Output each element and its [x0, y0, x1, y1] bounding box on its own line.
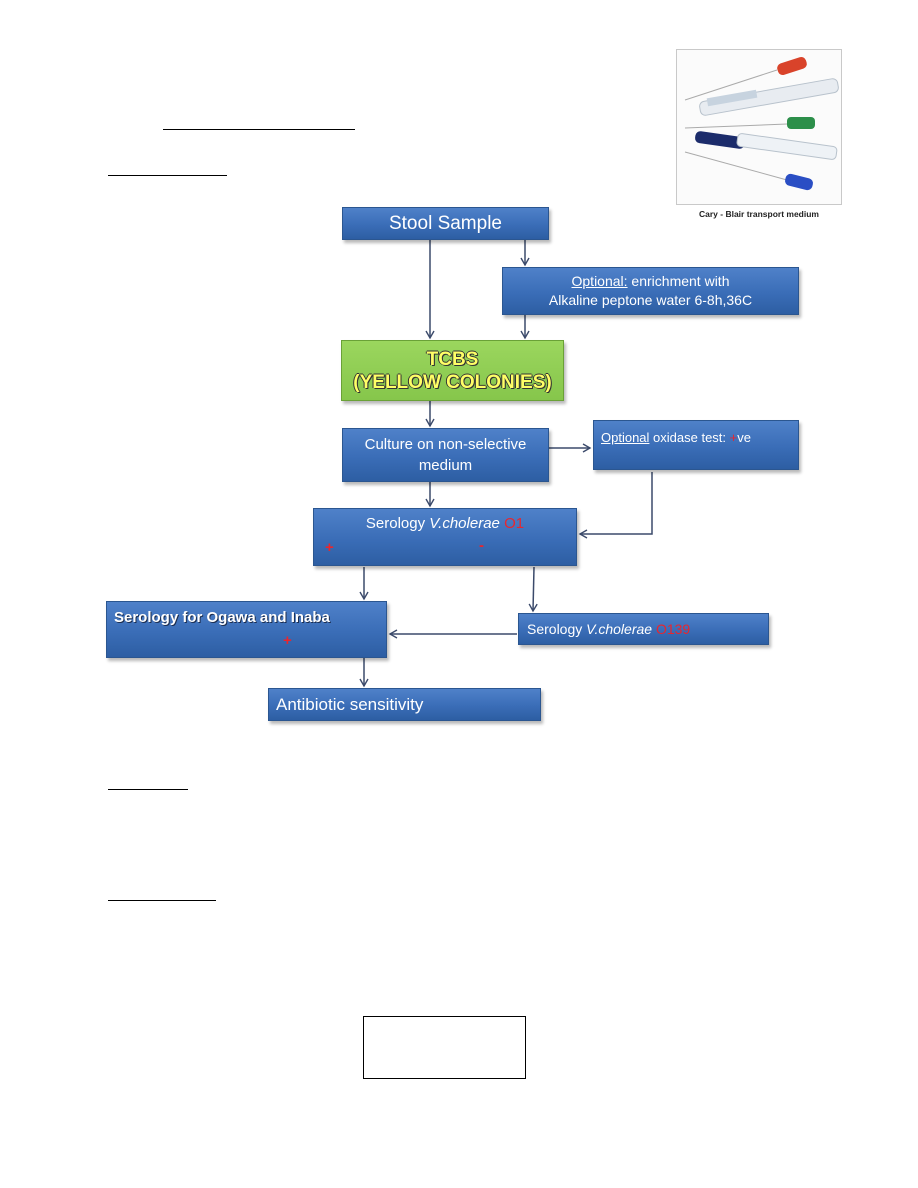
antibiotic-box: Antibiotic sensitivity: [268, 688, 541, 721]
oxidase-optional: Optional: [601, 430, 650, 445]
page-number-box: [363, 1016, 526, 1079]
ogawa-inaba-box: Serology for Ogawa and Inaba +: [106, 601, 387, 658]
o1-species: V.cholerae: [429, 515, 500, 532]
culture-box: Culture on non-selective medium: [342, 428, 549, 482]
o1-label: Serology V.cholerae O1: [365, 515, 525, 532]
o139-species: V.cholerae: [586, 621, 653, 637]
o1-negative-sign: -: [479, 537, 484, 554]
heading-underline-2: [108, 175, 227, 176]
oxidase-box: Optional oxidase test: +ve: [593, 420, 799, 470]
o1-positive-sign: +: [325, 539, 334, 556]
ogawa-positive-sign: +: [283, 632, 292, 649]
heading-underline-1: [163, 129, 355, 130]
stool-sample-label: Stool Sample: [388, 212, 502, 234]
o1-serology-box: Serology V.cholerae O1 + -: [313, 508, 577, 566]
transport-medium-photo: [676, 49, 842, 205]
arrow-o1-to-o139: [528, 566, 538, 613]
o139-serogroup: O139: [655, 621, 691, 637]
antibiotic-label: Antibiotic sensitivity: [276, 695, 424, 714]
enrichment-optional: Optional:: [571, 273, 628, 289]
ogawa-label: Serology for Ogawa and Inaba: [114, 609, 330, 626]
arrow-oxidase-to-o1: [578, 472, 653, 539]
oxidase-sign: +: [729, 430, 738, 445]
enrichment-box: Optional: enrichment with Alkaline pepto…: [502, 267, 799, 315]
swab-tubes-image: [684, 56, 839, 191]
o139-serology-box: Serology V.cholerae O139: [518, 613, 769, 645]
tcbs-label-1: TCBS: [426, 348, 479, 370]
enrichment-line1: Optional: enrichment with: [571, 273, 730, 289]
photo-caption: Cary - Blair transport medium: [699, 209, 819, 219]
culture-line1: Culture on non-selective: [364, 436, 527, 453]
o1-serogroup: O1: [504, 515, 525, 532]
tcbs-label-2: (YELLOW COLONIES): [353, 371, 552, 393]
stool-sample-box: Stool Sample: [342, 207, 549, 240]
culture-line2: medium: [418, 457, 473, 474]
enrichment-line2: Alkaline peptone water 6-8h,36C: [548, 292, 753, 308]
heading-underline-3: [108, 789, 188, 790]
heading-underline-4: [108, 900, 216, 901]
tcbs-box: TCBS (YELLOW COLONIES): [341, 340, 564, 401]
